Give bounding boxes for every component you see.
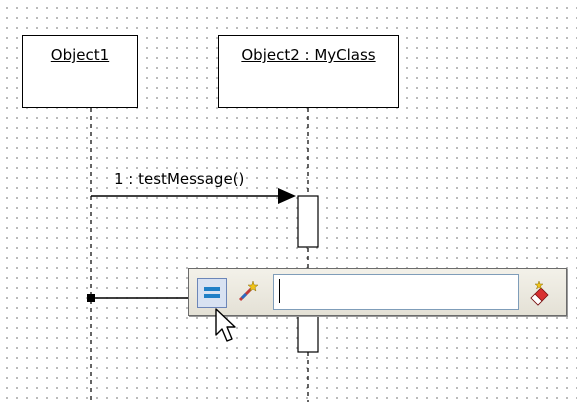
message-source-handle [87,294,95,302]
clear-button[interactable] [525,278,555,308]
message-label[interactable]: 1 : testMessage() [114,170,245,188]
text-caret [279,279,280,303]
message-type-button[interactable] [197,278,227,308]
mouse-cursor-icon [215,308,236,342]
message-name-input[interactable] [273,274,519,310]
lifeline-object1-title: Object1 [50,46,110,64]
activation-bar-lower [297,315,319,353]
message-popup-toolbar [188,268,567,316]
activation-bar [297,195,319,248]
magic-wand-button[interactable] [233,278,263,308]
lifeline-object2-head[interactable]: Object2 : MyClass [218,35,399,108]
message-lines-icon [204,287,220,298]
lifeline-object1-head[interactable]: Object1 [22,35,138,108]
magic-wand-icon [238,280,259,302]
clear-eraser-icon [530,280,549,306]
lifeline-object2-title: Object2 : MyClass [241,46,376,64]
message-arrow-head [278,188,296,204]
